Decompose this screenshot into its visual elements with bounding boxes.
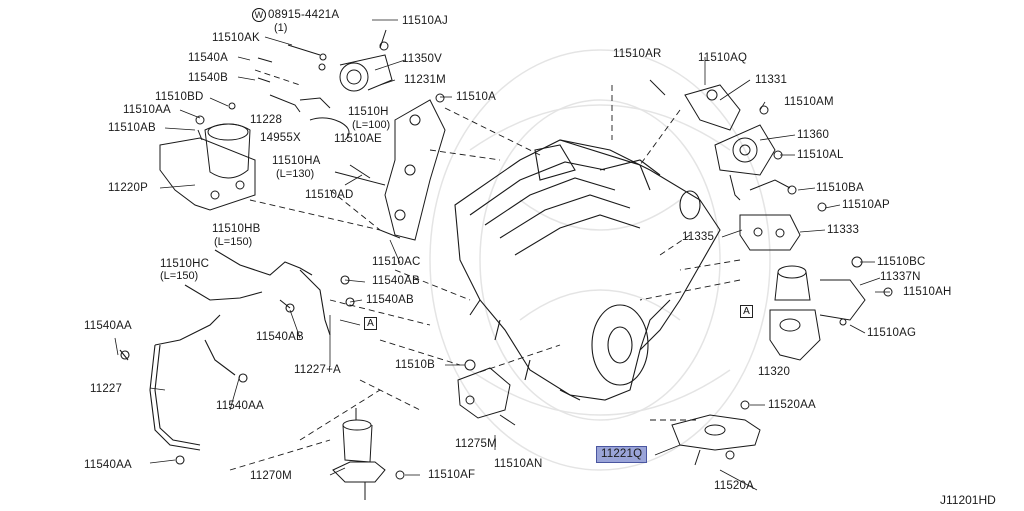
callout-11510HB[interactable]: 11510HB xyxy=(212,223,261,235)
callout-11335[interactable]: 11335 xyxy=(682,231,715,243)
callout-11510AR[interactable]: 11510AR xyxy=(613,48,662,60)
bracket-11275M xyxy=(457,359,516,426)
callout-11275M[interactable]: 11275M xyxy=(455,438,497,450)
bracket-11231M xyxy=(384,93,446,241)
callout-11540AA-1[interactable]: 11540AA xyxy=(84,320,132,332)
callout-11510A[interactable]: 11510A xyxy=(456,91,496,103)
callout-11221Q-highlighted[interactable]: 11221Q xyxy=(596,446,648,463)
callout-11331[interactable]: 11331 xyxy=(755,74,788,86)
callout-11510AP[interactable]: 11510AP xyxy=(842,199,890,211)
hose-assemblies xyxy=(119,249,355,465)
callout-11540A[interactable]: 11540A xyxy=(188,52,228,64)
mount-11221Q xyxy=(671,400,761,466)
callout-11540B[interactable]: 11540B xyxy=(188,72,228,84)
callout-11510AA[interactable]: 11510AA xyxy=(123,104,171,116)
callout-11520AA[interactable]: 11520AA xyxy=(768,399,816,411)
callout-11270M[interactable]: 11270M xyxy=(250,470,292,482)
callout-11510HC[interactable]: 11510HC xyxy=(160,258,210,270)
callout-11510AJ[interactable]: 11510AJ xyxy=(402,15,448,27)
callout-08915-qty: (1) xyxy=(274,22,288,34)
callout-11510HA-length: (L=130) xyxy=(276,168,315,180)
callout-11510AM[interactable]: 11510AM xyxy=(784,96,834,108)
small-parts-top xyxy=(195,44,401,239)
callout-11540AA-2[interactable]: 11540AA xyxy=(216,400,264,412)
reference-box-a-left: A xyxy=(364,317,377,330)
callout-11510BA[interactable]: 11510BA xyxy=(816,182,864,194)
callout-11510BC[interactable]: 11510BC xyxy=(877,256,926,268)
bracket-11333 xyxy=(739,179,827,251)
washer-symbol: W xyxy=(252,8,266,22)
callout-11510H-length: (L=100) xyxy=(352,119,391,131)
callout-14955X[interactable]: 14955X xyxy=(260,132,301,144)
callout-11510AG[interactable]: 11510AG xyxy=(867,327,917,339)
callout-11220P[interactable]: 11220P xyxy=(108,182,148,194)
callout-11540AB-2[interactable]: 11540AB xyxy=(366,294,414,306)
watermark-logo xyxy=(429,49,771,471)
callout-11360[interactable]: 11360 xyxy=(797,129,830,141)
diagram-code: J11201HD xyxy=(940,493,996,507)
reference-box-a-right: A xyxy=(740,305,753,318)
mount-11350V xyxy=(339,29,393,92)
callout-11510H[interactable]: 11510H xyxy=(348,106,389,118)
callout-11227[interactable]: 11227 xyxy=(90,383,123,395)
callout-11510AF[interactable]: 11510AF xyxy=(428,469,476,481)
callout-11510AB[interactable]: 11510AB xyxy=(108,122,156,134)
callout-11510HB-length: (L=150) xyxy=(214,236,253,248)
callout-11333[interactable]: 11333 xyxy=(827,224,860,236)
leader-lines xyxy=(114,19,890,491)
callout-11510AK[interactable]: 11510AK xyxy=(212,32,260,44)
callout-11337N[interactable]: 11337N xyxy=(880,271,921,283)
callout-11320[interactable]: 11320 xyxy=(758,366,791,378)
callout-11510HC-length: (L=150) xyxy=(160,270,199,282)
callout-11510BD[interactable]: 11510BD xyxy=(155,91,204,103)
mount-11220P xyxy=(159,123,256,211)
callout-11228[interactable]: 11228 xyxy=(250,114,283,126)
engine-block xyxy=(454,139,721,401)
callout-11510AD[interactable]: 11510AD xyxy=(305,189,354,201)
callout-11510AQ[interactable]: 11510AQ xyxy=(698,52,748,64)
callout-11510AL[interactable]: 11510AL xyxy=(797,149,844,161)
callout-11510AH[interactable]: 11510AH xyxy=(903,286,952,298)
callout-11510AN[interactable]: 11510AN xyxy=(494,458,543,470)
mount-11331-11360 xyxy=(649,79,783,201)
mount-11320 xyxy=(769,256,893,361)
callout-11510B[interactable]: 11510B xyxy=(395,359,435,371)
callout-11540AB-1[interactable]: 11540AB xyxy=(372,275,420,287)
callout-11350V[interactable]: 11350V xyxy=(402,53,442,65)
callout-11540AA-3[interactable]: 11540AA xyxy=(84,459,132,471)
callout-11540AB-3[interactable]: 11540AB xyxy=(256,331,304,343)
mount-11270M xyxy=(332,408,405,500)
callout-11510AC[interactable]: 11510AC xyxy=(372,256,421,268)
dashed-guides xyxy=(229,69,741,471)
callout-11227A[interactable]: 11227+A xyxy=(294,364,341,376)
callout-11510HA[interactable]: 11510HA xyxy=(272,155,321,167)
callout-11510AE[interactable]: 11510AE xyxy=(334,133,382,145)
callout-11520A[interactable]: 11520A xyxy=(714,480,754,492)
callout-11231M[interactable]: 11231M xyxy=(404,74,446,86)
